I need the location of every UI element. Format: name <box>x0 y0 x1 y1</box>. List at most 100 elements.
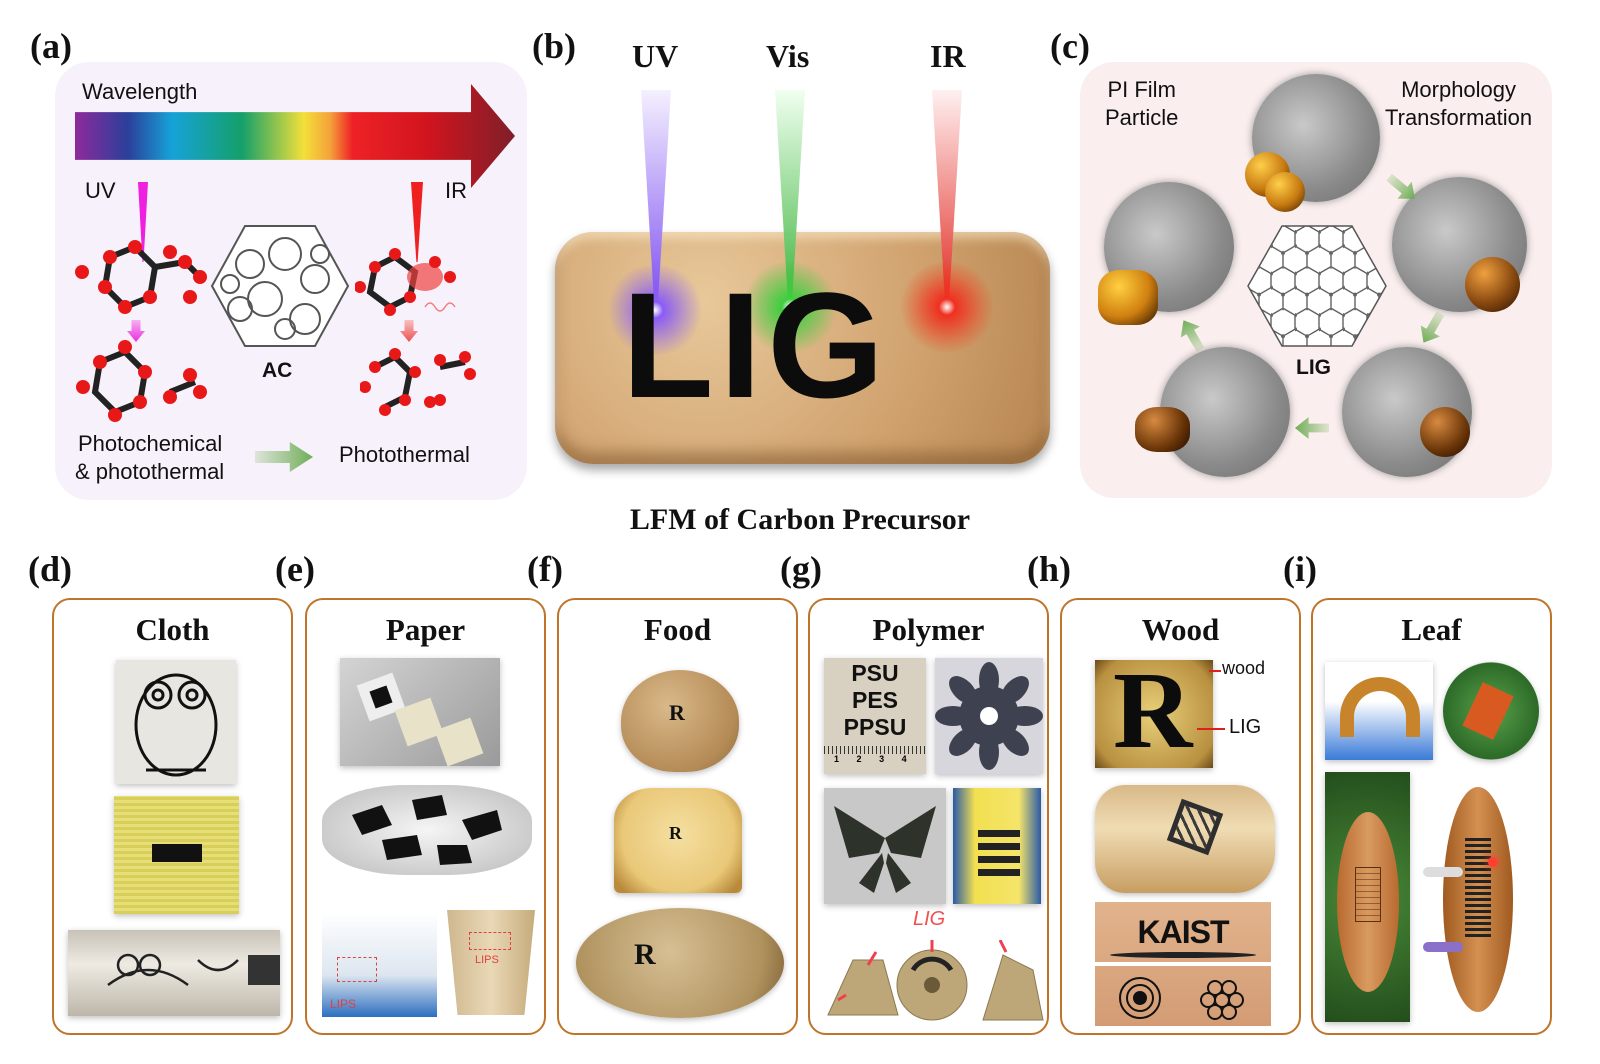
wood-r-photo: R <box>1095 650 1213 770</box>
lips-label-2: LIPS <box>475 954 499 966</box>
amorphous-carbon-icon <box>210 225 350 347</box>
panel-a-background: Wavelength UV IR AC Photochemical & phot… <box>55 62 527 500</box>
paper-box-photo: LIPS <box>322 912 437 1017</box>
food-panel: Food R R R <box>557 598 798 1035</box>
polymer-title: Polymer <box>872 612 985 647</box>
circuit-pattern <box>1355 867 1381 922</box>
wood-lig-label: LIG <box>1229 716 1262 738</box>
polymer-flexible-device-photo <box>953 788 1041 904</box>
ac-label: AC <box>262 359 293 382</box>
uv-laser-beam <box>138 182 148 262</box>
particle-model-3 <box>1420 407 1470 457</box>
food-r-mark: R <box>669 700 685 725</box>
potato-photo: R <box>576 908 784 1018</box>
paper-cards-photo <box>340 658 500 767</box>
leaf-strip <box>1340 677 1420 737</box>
panel-label-h: (h) <box>1027 549 1071 589</box>
transition-arrow-icon <box>255 442 313 472</box>
wood-title: Wood <box>1141 612 1220 647</box>
vis-laser-spot <box>740 262 840 352</box>
uv-source-label: UV <box>632 38 679 74</box>
paper-kirigami-photo <box>322 785 532 875</box>
polymer-lig-label: LIG <box>913 908 946 930</box>
center-title: LFM of Carbon Precursor <box>629 503 971 536</box>
leaf-bent-sensor-photo <box>1325 662 1433 760</box>
polymer-3d-printed-parts-photo <box>827 940 1044 1021</box>
ir-source-label: IR <box>930 38 966 74</box>
wood-kaist-photo: KAIST <box>1095 902 1271 1026</box>
lips-outline <box>337 957 377 982</box>
down-arrow-icon <box>400 320 418 342</box>
wire <box>1423 942 1463 952</box>
lips-outline <box>469 932 511 950</box>
particle-model-1b <box>1265 172 1305 212</box>
particle-model-2 <box>1465 257 1520 312</box>
lig-label: LIG <box>1296 356 1331 379</box>
circuit-pattern <box>1465 837 1491 937</box>
molecule-uv-after-icon <box>76 340 207 422</box>
wood-label: wood <box>1222 658 1266 678</box>
ir-laser-spot <box>897 262 997 352</box>
leaf-wearable-photo <box>1443 662 1539 760</box>
polymer-gear-photo <box>935 658 1043 774</box>
lig-engraved-text: LIG <box>622 261 890 429</box>
leaf-panel: Leaf <box>1311 598 1552 1035</box>
panel-label-d: (d) <box>28 549 72 589</box>
paper-title: Paper <box>385 612 466 647</box>
wood-divider <box>1095 962 1271 966</box>
particle-line: Particle <box>1105 105 1179 130</box>
polymer-butterfly-photo <box>824 788 946 904</box>
molecule-ir-before-icon <box>355 248 456 316</box>
particle-model-4 <box>1135 407 1190 452</box>
panel-label-b: (b) <box>532 26 576 66</box>
leaf-body <box>1337 812 1399 992</box>
photothermal-label: Photothermal <box>339 442 470 467</box>
kaist-label: KAIST <box>1137 914 1230 950</box>
paper-panel: Paper LIPS LIPS <box>305 598 546 1035</box>
photothermal-amp-label: & photothermal <box>75 459 225 484</box>
down-arrow-icon <box>127 320 145 342</box>
leaf-led-device-photo <box>1418 772 1538 1022</box>
food-r-mark: R <box>669 823 682 843</box>
uv-laser-spot <box>605 265 705 355</box>
led-icon <box>1488 857 1498 867</box>
wire <box>1423 867 1463 877</box>
bamboo-lig-pattern <box>1166 798 1224 856</box>
lips-label-1: LIPS <box>330 997 357 1011</box>
transformation-line: Transformation <box>1385 105 1533 130</box>
cloth-roll-photo <box>68 930 280 1016</box>
psu-label: PSU <box>851 660 899 686</box>
wood-pointer-line <box>1209 670 1221 672</box>
ruler-ticks <box>824 746 926 754</box>
coconut-photo: R <box>621 670 739 772</box>
panel-label-c: (c) <box>1050 26 1090 66</box>
vis-source-label: Vis <box>766 38 810 74</box>
cycle-arrow-icon <box>1295 417 1329 439</box>
wood-r-mark: R <box>1113 649 1193 771</box>
molecule-ir-fragments-icon <box>360 348 476 416</box>
lig-pointer-line <box>1197 728 1225 730</box>
bread-photo: R <box>614 788 742 893</box>
lig-pattern <box>152 844 202 862</box>
graphene-lattice-icon <box>1247 225 1387 347</box>
particle-model-5 <box>1098 270 1158 325</box>
food-title: Food <box>643 612 712 647</box>
pes-label: PES <box>851 687 899 713</box>
cloth-owl-photo <box>116 660 236 784</box>
pi-film-line: PI Film <box>1107 77 1176 102</box>
leaf-patch <box>1462 682 1514 740</box>
wood-panel: Wood R wood LIG KAIST <box>1060 598 1301 1035</box>
leaf-body <box>1443 787 1513 1012</box>
photochemical-label: Photochemical <box>78 431 223 456</box>
ruler-numbers: 1 2 3 4 <box>834 754 907 764</box>
kaist-underline <box>1110 952 1256 958</box>
ir-label: IR <box>445 178 467 203</box>
ppsu-label: PPSU <box>843 714 907 740</box>
panel-label-i: (i) <box>1283 549 1317 589</box>
wavelength-label: Wavelength <box>82 79 198 104</box>
morphology-line: Morphology <box>1401 77 1517 102</box>
leaf-circuit-photo <box>1325 772 1410 1022</box>
